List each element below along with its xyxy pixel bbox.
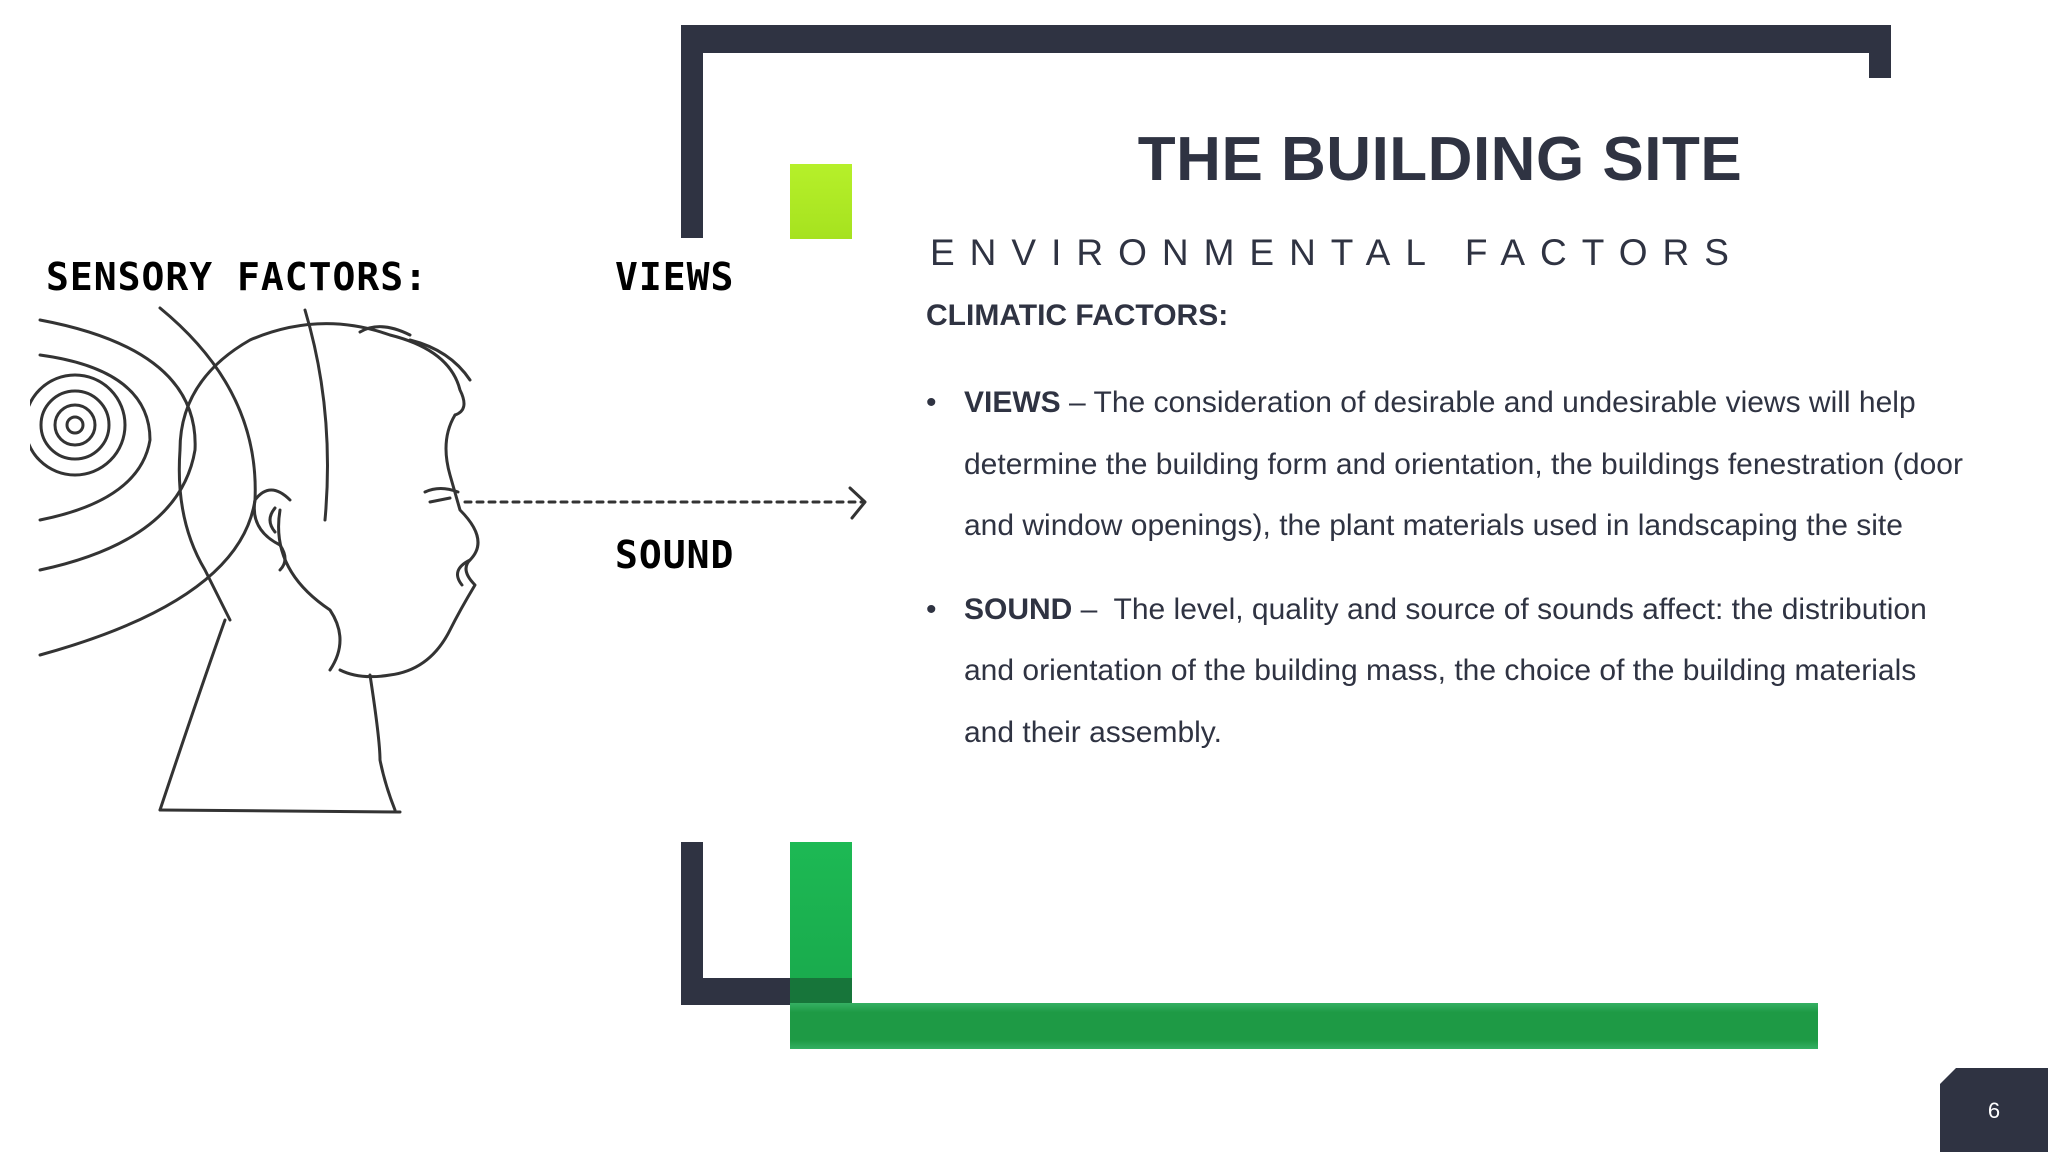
bullet-term: VIEWS	[964, 386, 1061, 419]
page-number: 6	[1987, 1098, 2001, 1123]
bullet-views: • VIEWS – The consideration of desirable…	[926, 372, 1971, 557]
lime-accent-square	[790, 164, 852, 239]
bullet-term: SOUND	[964, 592, 1073, 626]
bullet-text: The consideration of desirable and undes…	[964, 386, 1963, 542]
sightline-arrow-icon	[463, 486, 867, 520]
bullet-list: • VIEWS – The consideration of desirable…	[926, 372, 1971, 785]
sketch-label-views: VIEWS	[615, 255, 734, 299]
green-accent-bar-horizontal	[790, 1003, 1818, 1049]
green-accent-overlap	[790, 978, 852, 1005]
sketch-label-sensory: SENSORY FACTORS:	[46, 255, 428, 299]
slide-subtitle: ENVIRONMENTAL FACTORS	[930, 232, 1744, 273]
head-outline	[158, 322, 480, 814]
page-number-tab	[1940, 1068, 2048, 1152]
bullet-separator: –	[1072, 592, 1114, 626]
bullet-text: The level, quality and source of sounds …	[964, 592, 1927, 749]
bullet-dot-icon: •	[926, 592, 937, 626]
sketch-label-sound: SOUND	[615, 533, 734, 577]
green-accent-bar-vertical	[790, 842, 852, 1002]
frame-bottom-left-bar	[681, 978, 791, 1005]
frame-right-tab	[1869, 25, 1891, 78]
bullet-separator: –	[1060, 386, 1094, 419]
slide-title: THE BUILDING SITE	[1137, 125, 1743, 194]
section-title: CLIMATIC FACTORS:	[926, 299, 1229, 332]
sensory-factors-sketch: SENSORY FACTORS: VIEWS SOUND	[23, 240, 880, 840]
frame-top-bar	[681, 25, 1891, 53]
frame-left-upper-bar	[681, 25, 703, 238]
bullet-sound: • SOUND – The level, quality and source …	[926, 579, 1971, 764]
head-sketch-illustration: SENSORY FACTORS: VIEWS SOUND	[23, 255, 867, 814]
bullet-dot-icon: •	[926, 386, 937, 419]
frame-left-lower-bar	[681, 842, 703, 1005]
